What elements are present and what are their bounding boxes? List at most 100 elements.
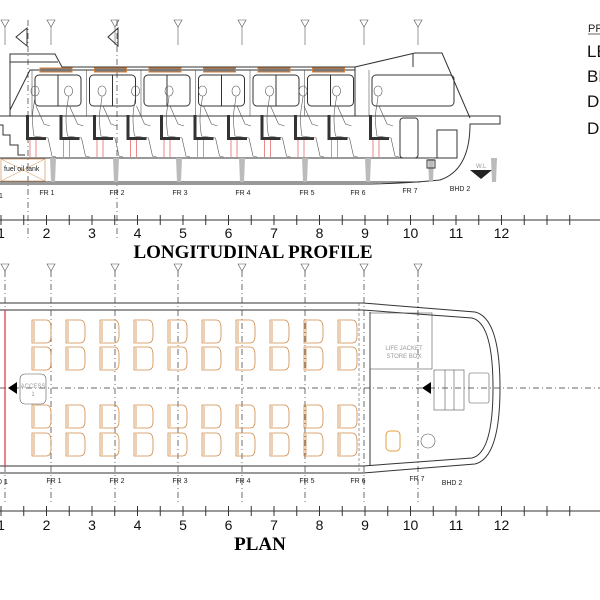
frame-marker [46, 19, 56, 28]
frame-marker [173, 263, 183, 272]
seat-frame [96, 140, 104, 157]
scale-tick-label: 4 [134, 225, 142, 241]
passenger-figure [64, 85, 90, 158]
passenger-figure [131, 85, 157, 158]
seat-back [327, 115, 331, 140]
scale-tick-label: 7 [270, 225, 278, 241]
passenger-seat [269, 319, 290, 344]
scale-tick-label: 7 [270, 517, 278, 533]
frame-marker [300, 19, 310, 28]
passenger-seat [99, 319, 120, 344]
stairs [0, 124, 25, 156]
seat-back [227, 115, 230, 140]
seat-frame [29, 140, 37, 157]
seat-frame [297, 140, 305, 157]
frame-label: FR 6 [350, 190, 365, 197]
passenger-seat [133, 404, 154, 429]
store-label: STORE BOX [387, 354, 422, 360]
passenger-figure [231, 85, 258, 158]
passenger-seat [235, 319, 256, 344]
passenger-seat [133, 346, 154, 371]
scale-tick-label: 12 [494, 225, 510, 241]
helm-seat [385, 430, 401, 452]
window [371, 74, 455, 107]
passenger-seat [269, 432, 290, 457]
scale-tick-label: 6 [225, 225, 233, 241]
passenger-seat [201, 346, 222, 371]
arrow-marker [8, 382, 17, 394]
access-hatch [19, 373, 47, 405]
seat-frame [372, 140, 380, 157]
section-arrow [15, 26, 28, 48]
cabin-line [9, 69, 355, 111]
frame-label: FR 7 [409, 476, 424, 483]
fuel-tank-label: fuel oil tank [4, 166, 40, 173]
frame-marker [237, 263, 247, 272]
passenger-seat [65, 432, 86, 457]
frame-label: FR 7 [402, 188, 417, 195]
passenger-seat [201, 404, 222, 429]
passenger-figure [373, 85, 400, 158]
scale-tick-label: 9 [361, 517, 369, 533]
frame-marker [0, 19, 10, 28]
frame-label: FR 4 [235, 478, 250, 485]
seat-back [93, 115, 96, 140]
frame-marker [0, 263, 10, 272]
frame-label: FR 3 [172, 190, 187, 197]
frame-marker [46, 263, 56, 272]
scale-tick-label: 3 [88, 517, 96, 533]
frame-label-bhd1: 1 [0, 193, 3, 200]
seat-cushion [260, 137, 281, 140]
passenger-seat [337, 319, 358, 344]
superstructure-outline [9, 52, 471, 119]
arrow-marker [422, 382, 431, 394]
seat-cushion [93, 137, 113, 140]
passenger-seat [99, 346, 120, 371]
passenger-figure [265, 85, 291, 158]
floor-girder [176, 158, 182, 182]
seat-back [369, 115, 372, 140]
passenger-seat [201, 432, 222, 457]
seat-cushion [294, 137, 314, 140]
frame-label: FR 1 [39, 190, 54, 197]
frame-marker [413, 19, 423, 28]
passenger-seat [303, 404, 324, 429]
scale-tick-label: 10 [403, 517, 419, 533]
seat-cushion [59, 137, 80, 140]
frame-label: FR 1 [46, 478, 61, 485]
frame-marker [237, 19, 247, 28]
seat-back [294, 115, 297, 140]
side-panel-line: DE [587, 92, 600, 111]
passenger-seat [269, 404, 290, 429]
frame-label: FR 2 [109, 190, 124, 197]
seat-back [26, 115, 29, 140]
passenger-seat [31, 404, 52, 429]
wheelhouse-line [354, 53, 414, 116]
plan-title: PLAN [234, 534, 286, 555]
floor-girder [239, 158, 245, 182]
window-light [39, 67, 73, 73]
scale-tick-label: 5 [179, 225, 187, 241]
passenger-seat [167, 319, 188, 344]
seat-frame [331, 140, 338, 157]
floor-girder [365, 158, 371, 182]
seat-cushion [327, 137, 348, 140]
passenger-seat [65, 404, 86, 429]
hull-outline [0, 115, 501, 185]
helm-console [399, 117, 419, 159]
access-number: 1 [31, 392, 35, 398]
frame-marker [359, 263, 369, 272]
passenger-seat [337, 432, 358, 457]
side-panel-header: PR [588, 23, 600, 35]
stairway [433, 369, 465, 411]
floor-girder [113, 158, 119, 182]
passenger-figure [198, 85, 224, 158]
seat-cushion [193, 137, 214, 140]
side-panel-line: DE [587, 119, 600, 138]
passenger-seat [337, 346, 358, 371]
window-light [148, 67, 182, 73]
fuel-oil-tank [0, 158, 46, 182]
window-light [94, 67, 127, 73]
plan-view: LIFE JACKET STORE BOX ACCESS 1 D 1 FR 1F… [0, 263, 600, 555]
passenger-figure [298, 85, 325, 158]
